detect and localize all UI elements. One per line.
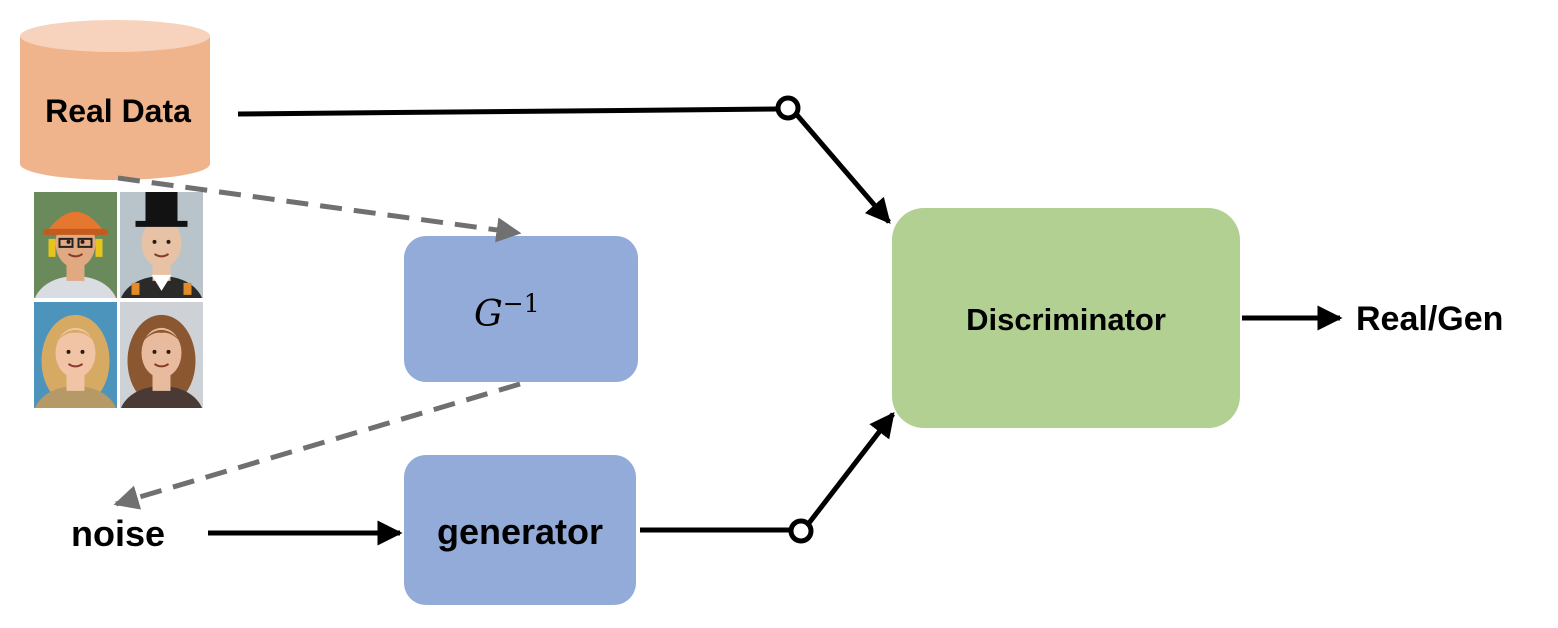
output-label: Real/Gen (1356, 300, 1503, 338)
real-data-cylinder-body (20, 36, 210, 180)
real-data-node: Real Data (20, 20, 210, 180)
generator-box (404, 455, 636, 605)
real-switch-node (775, 95, 801, 121)
edge-gen-switch-to-discriminator (807, 412, 895, 525)
discriminator-box (892, 208, 1240, 428)
discriminator-node: Discriminator (892, 208, 1240, 428)
gen-switch-node (788, 518, 814, 544)
face-thumbnail (120, 192, 203, 298)
g-inverse-superscript: −1 (503, 289, 540, 318)
edge-real-switch-to-discriminator (795, 113, 891, 224)
g-inverse-node: G−1 (404, 236, 638, 382)
real-data-label: Real Data (45, 93, 191, 129)
solid-edges (208, 106, 1343, 546)
face-thumbnail (34, 192, 117, 298)
generator-label: generator (437, 511, 603, 552)
dashed-edges (113, 175, 522, 510)
noise-label: noise (71, 513, 165, 554)
edge-real-data-to-switch (237, 106, 779, 117)
discriminator-label: Discriminator (966, 302, 1166, 337)
g-inverse-label: G−1 (474, 289, 540, 335)
generator-node: generator (404, 455, 636, 605)
face-thumbnail (120, 302, 203, 408)
edge-g-inverse-to-noise (113, 381, 521, 510)
g-inverse-box (404, 236, 638, 382)
real-data-cylinder-top (20, 20, 210, 52)
face-thumbnail-grid (34, 192, 203, 408)
face-thumbnail (34, 302, 117, 408)
